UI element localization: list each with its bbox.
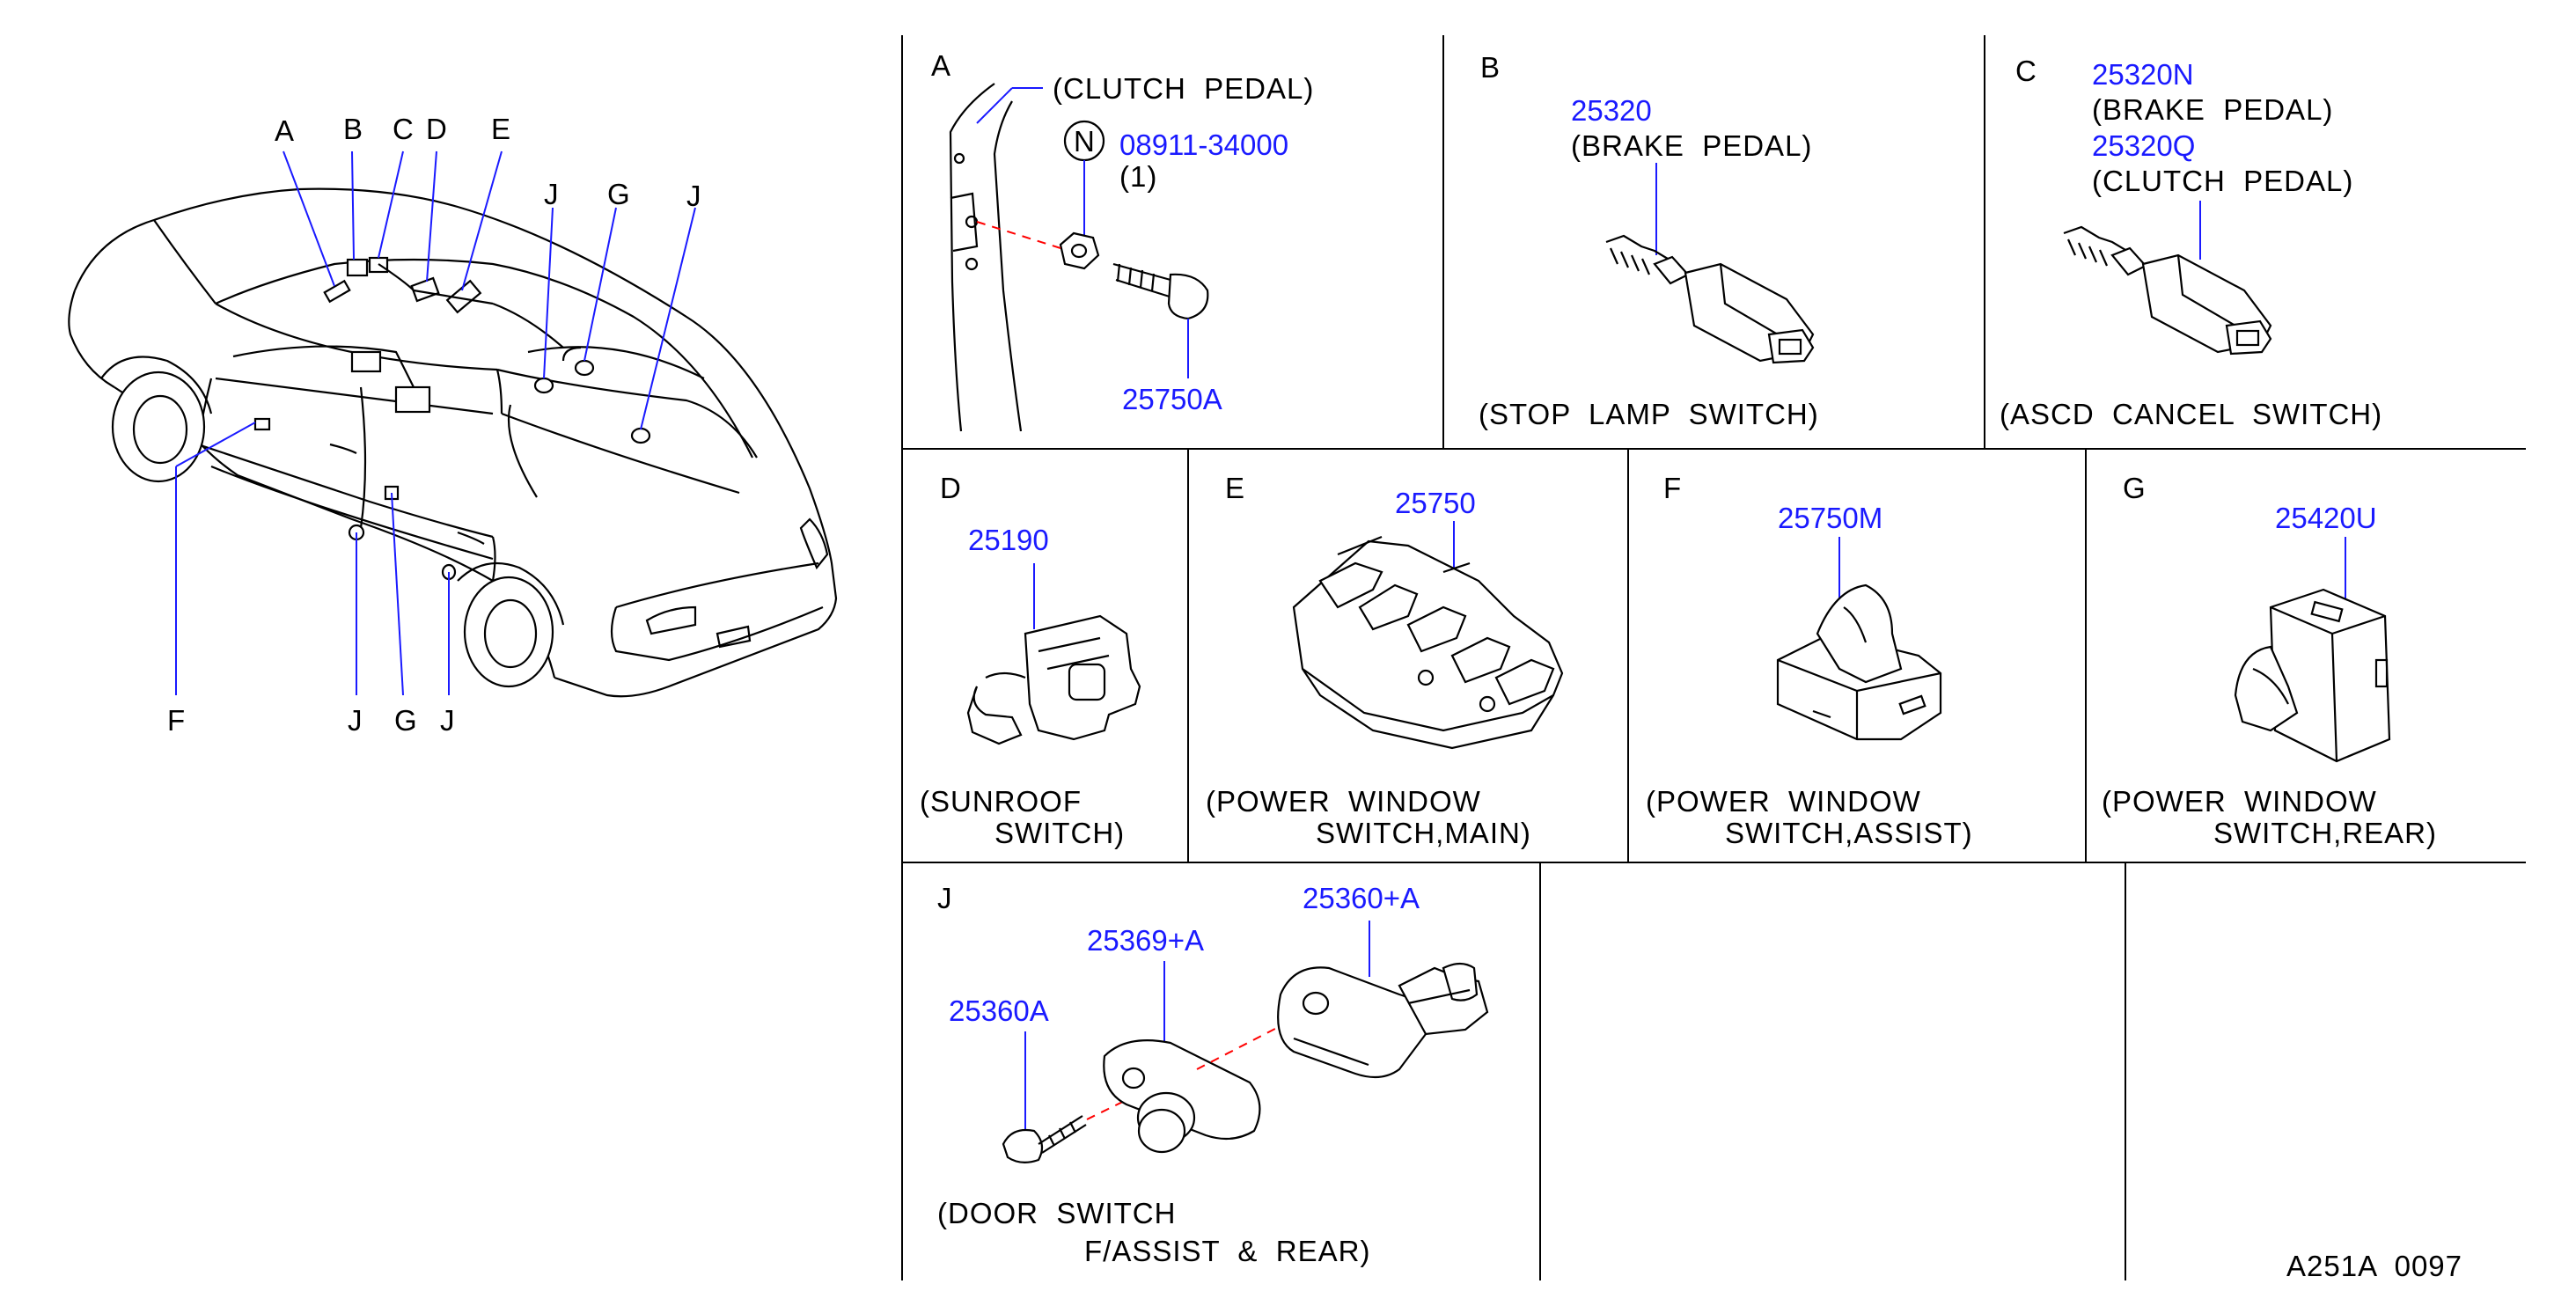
panel-g-part-number: 25420U [2275,502,2377,534]
panel-c: C 25320N (BRAKE PEDAL) 25320Q (CLUTCH PE… [2000,55,2382,430]
panel-c-desc-2: (CLUTCH PEDAL) [2092,165,2353,197]
callout-b: B [343,113,363,145]
car-leader-lines [175,150,696,696]
panel-c-part-number-1: 25320N [2092,58,2194,91]
callout-j-top-1: J [544,178,560,210]
panel-grid [901,35,2526,1280]
panel-d: D 25190 (SUNROOF SWITCH) [920,472,1141,849]
car-illustration [68,187,838,698]
panel-j-part-number-2: 25369+A [1087,924,1204,957]
panel-j-desc-1: (DOOR SWITCH [937,1197,1176,1229]
panel-g: G 25420U (POWER WINDOW SWITCH,REAR) [2102,472,2437,849]
panel-a: A (CLUTCH PEDAL) N 08911-34000 (1) 25750… [931,49,1314,432]
panel-f-desc-1: (POWER WINDOW [1646,785,1921,818]
panel-e: E 25750 (POWER WINDOW SWITCH,MAIN) [1206,472,1564,849]
panel-j-part-number-1: 25360A [949,994,1049,1027]
panel-a-nut-part-number: 08911-34000 [1119,128,1288,161]
panel-b-letter: B [1480,51,1501,84]
callout-j-bottom-1: J [348,704,363,737]
panel-f-desc-2: SWITCH,ASSIST) [1725,817,1973,849]
panel-c-part-number-2: 25320Q [2092,129,2195,162]
callout-g-top: G [607,178,631,210]
panel-b-desc-1: (BRAKE PEDAL) [1571,129,1812,162]
panel-f-letter: F [1663,472,1682,504]
panel-j-part-number-3: 25360+A [1303,882,1420,914]
panel-e-letter: E [1225,472,1245,504]
callout-g-bottom: G [394,704,418,737]
panel-j-desc-2: F/ASSIST & REAR) [1084,1235,1370,1267]
panel-f-part-number: 25750M [1778,502,1882,534]
panel-d-part-number: 25190 [968,524,1049,556]
panel-d-letter: D [940,472,962,504]
panel-j-letter: J [937,882,953,914]
panel-g-letter: G [2123,472,2147,504]
panel-b-part-number: 25320 [1571,94,1652,127]
panel-e-desc-1: (POWER WINDOW [1206,785,1481,818]
panel-a-letter: A [931,49,951,82]
callout-f-bottom: F [167,704,186,737]
callout-j-top-2: J [686,180,702,212]
callout-c: C [393,113,415,145]
panel-a-nut-symbol: N [1074,125,1096,158]
callout-d: D [426,113,448,145]
panel-c-desc-1: (BRAKE PEDAL) [2092,93,2333,126]
callout-e: E [491,113,511,145]
panel-a-bolt-part-number: 25750A [1122,383,1222,415]
panel-e-part-number: 25750 [1395,487,1476,519]
diagram-code: A251A 0097 [2286,1250,2462,1282]
panel-g-desc-2: SWITCH,REAR) [2213,817,2437,849]
panel-j: J 25360A 25369+A 25360+A (DOOR SWITCH F/… [937,882,1489,1267]
panel-c-desc-3: (ASCD CANCEL SWITCH) [2000,398,2382,430]
panel-b: B 25320 (BRAKE PEDAL) (STOP LAMP SWITCH) [1479,51,1819,430]
callout-j-bottom-2: J [440,704,456,737]
panel-g-desc-1: (POWER WINDOW [2102,785,2377,818]
callout-a: A [275,114,295,147]
panel-b-desc-2: (STOP LAMP SWITCH) [1479,398,1819,430]
panel-a-desc: (CLUTCH PEDAL) [1053,72,1314,105]
panel-d-desc-2: SWITCH) [994,817,1125,849]
panel-a-nut-qty: (1) [1119,160,1157,193]
panel-e-desc-2: SWITCH,MAIN) [1316,817,1531,849]
panel-d-desc-1: (SUNROOF [920,785,1082,818]
panel-c-letter: C [2015,55,2037,87]
panel-f: F 25750M (POWER WINDOW SWITCH,ASSIST) [1646,472,1973,849]
